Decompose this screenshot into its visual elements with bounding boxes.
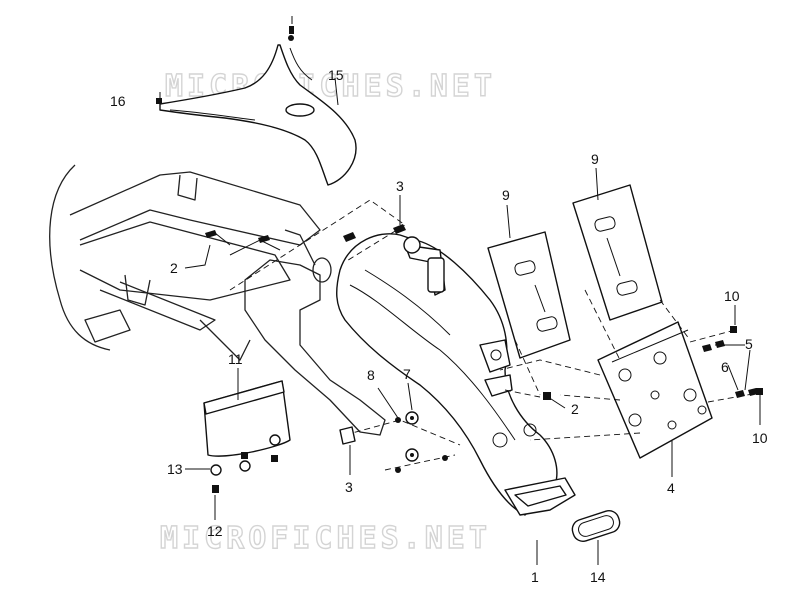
part-1-rear-mudguard [336, 233, 576, 516]
part-4-license-plate-holder [597, 321, 713, 459]
part-14-reflector [571, 510, 621, 542]
callout-3-bottom: 3 [345, 479, 353, 495]
callout-9-left: 9 [502, 187, 510, 203]
callout-15: 15 [328, 67, 344, 83]
callout-labels: 1 2 2 3 3 4 5 6 7 8 9 9 10 10 11 12 13 1… [110, 67, 768, 585]
callout-9-right: 9 [591, 151, 599, 167]
callout-3-top: 3 [396, 178, 404, 194]
callout-8: 8 [367, 367, 375, 383]
part-15-rear-cover [159, 44, 357, 186]
callout-16: 16 [110, 93, 126, 109]
fasteners [156, 26, 763, 493]
callout-10-top: 10 [724, 288, 740, 304]
callout-2-right: 2 [571, 401, 579, 417]
callout-12: 12 [207, 523, 223, 539]
callout-7: 7 [403, 366, 411, 382]
watermark-bottom: MICROFICHES.NET [160, 521, 491, 556]
callout-5: 5 [745, 336, 753, 352]
leader-lines [159, 16, 761, 565]
callout-1: 1 [531, 569, 539, 585]
part-9-plate-left [487, 231, 571, 359]
rear-frame [49, 164, 386, 436]
callout-14: 14 [590, 569, 606, 585]
callout-6: 6 [721, 359, 729, 375]
callout-13: 13 [167, 461, 183, 477]
callout-2-left: 2 [170, 260, 178, 276]
callout-10-bottom: 10 [752, 430, 768, 446]
callout-11: 11 [228, 351, 243, 367]
callout-4: 4 [667, 480, 675, 496]
part-11-mud-flap [203, 380, 291, 457]
part-9-plate-right [572, 184, 663, 321]
